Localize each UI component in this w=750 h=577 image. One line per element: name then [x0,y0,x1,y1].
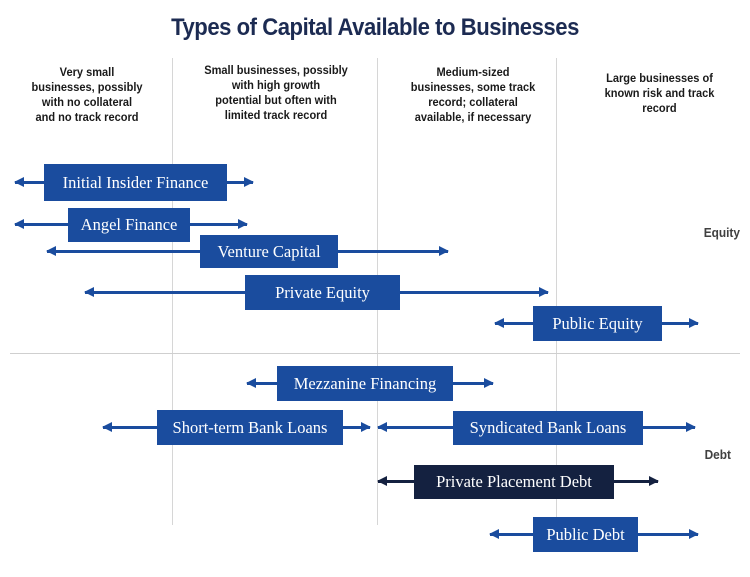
equity-section-label: Equity [703,226,740,240]
capital-box-mezzanine-financing: Mezzanine Financing [277,366,453,401]
mezzanine-financing-right-arrow-icon [453,378,494,388]
diagram-title: Types of Capital Available to Businesses [171,14,579,41]
venture-capital-left-arrow-icon [46,246,200,256]
capital-box-private-equity: Private Equity [245,275,400,310]
initial-insider-finance-right-arrow-icon [227,177,254,187]
capital-box-short-term-bank-loans: Short-term Bank Loans [157,410,343,445]
debt-section-label: Debt [704,448,731,462]
capital-box-private-placement-debt: Private Placement Debt [414,465,614,499]
capital-box-label: Syndicated Bank Loans [469,418,627,437]
capital-box-label: Mezzanine Financing [293,373,437,393]
capital-box-public-debt: Public Debt [533,517,638,552]
public-equity-left-arrow-icon [494,318,533,328]
syndicated-bank-loans-left-arrow-icon [377,422,453,432]
column-header-large-businesses: Large businesses of known risk and track… [604,73,715,115]
capital-box-initial-insider-finance: Initial Insider Finance [44,164,227,201]
angel-finance-left-arrow-icon [14,219,68,229]
column-header-medium-businesses: Medium-sized businesses, some track reco… [410,67,536,124]
capital-box-label: Private Equity [275,282,370,302]
capital-box-angel-finance: Angel Finance [68,208,190,242]
capital-box-label: Public Debt [546,524,625,544]
capital-box-label: Public Equity [552,313,643,333]
equity-debt-divider [10,353,740,354]
short-term-bank-loans-right-arrow-icon [343,422,371,432]
capital-box-public-equity: Public Equity [533,306,662,341]
venture-capital-right-arrow-icon [338,246,449,256]
private-equity-left-arrow-icon [84,287,245,297]
private-equity-right-arrow-icon [400,287,549,297]
short-term-bank-loans-left-arrow-icon [102,422,157,432]
public-debt-right-arrow-icon [638,529,699,539]
capital-box-syndicated-bank-loans: Syndicated Bank Loans [453,411,643,445]
column-header-very-small-businesses: Very small businesses, possibly with no … [31,67,143,124]
column-header-small-businesses: Small businesses, possibly with high gro… [204,65,348,122]
public-debt-left-arrow-icon [489,529,533,539]
capital-box-label: Initial Insider Finance [62,172,209,192]
capital-box-label: Private Placement Debt [436,472,592,491]
angel-finance-right-arrow-icon [190,219,248,229]
initial-insider-finance-left-arrow-icon [14,177,44,187]
capital-box-label: Short-term Bank Loans [172,417,328,437]
capital-box-venture-capital: Venture Capital [200,235,338,268]
syndicated-bank-loans-right-arrow-icon [643,422,696,432]
public-equity-right-arrow-icon [662,318,699,328]
capital-box-label: Venture Capital [217,241,321,261]
private-placement-debt-right-arrow-icon [614,476,659,486]
column-divider-3 [556,58,557,525]
mezzanine-financing-left-arrow-icon [246,378,277,388]
capital-box-label: Angel Finance [80,215,178,234]
private-placement-debt-left-arrow-icon [377,476,414,486]
